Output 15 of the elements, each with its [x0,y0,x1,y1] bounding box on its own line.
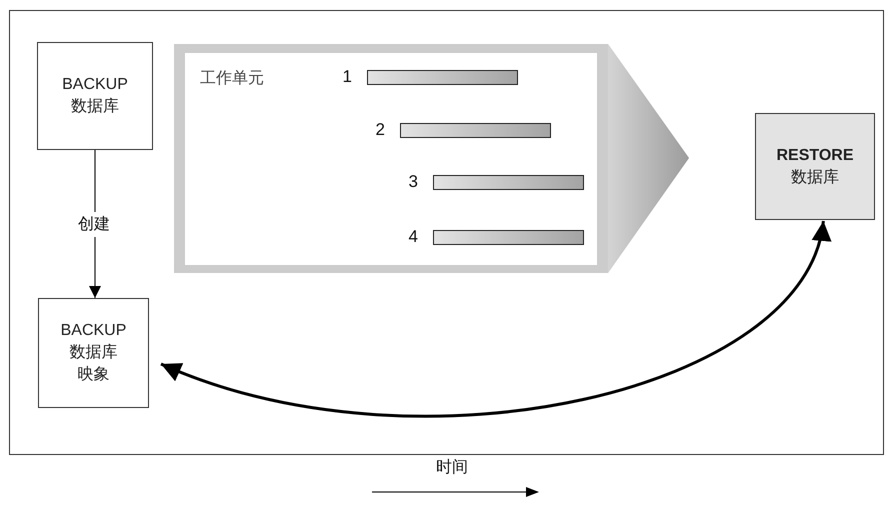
box-title: BACKUP [62,75,128,95]
box-title: RESTORE [776,146,854,166]
box-text: 数据库 [791,168,839,188]
axis-label: 时间 [436,458,468,478]
row-number: 3 [408,172,418,192]
process-box [755,113,875,220]
row-number: 1 [342,67,352,87]
box-text: 工作单元 [200,69,264,89]
box-text: 数据库 [71,96,119,117]
process-box [38,298,149,408]
process-box [37,42,153,150]
row-number: 2 [376,120,385,140]
box-text: 数据库映象 [68,342,118,385]
edge-label: 创建 [78,212,110,237]
box-title: BACKUP [60,321,126,341]
